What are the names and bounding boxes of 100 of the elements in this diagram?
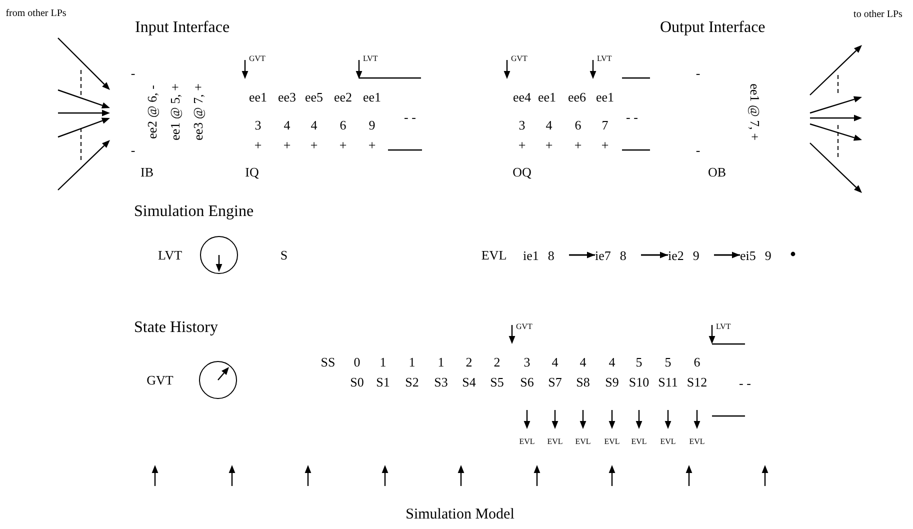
list-label: EVL	[481, 248, 507, 262]
sign-mark: -	[696, 144, 700, 156]
state-label: S4	[462, 376, 476, 388]
ellipsis-mark: - -	[626, 110, 638, 124]
sign-mark: +	[339, 138, 347, 152]
sign-mark: +	[574, 138, 582, 152]
section-heading: Simulation Engine	[134, 204, 254, 220]
state-label: S8	[576, 376, 590, 388]
state-label: S5	[490, 376, 504, 388]
event-label: ei5	[740, 248, 756, 262]
timestamp: 3	[524, 356, 530, 368]
table-header: SS	[320, 356, 336, 368]
timestamp: 1	[438, 356, 444, 368]
pointer-label: GVT	[146, 374, 174, 386]
timestamp: 6	[694, 356, 700, 368]
timestamp: 4	[552, 356, 558, 368]
state-label: S2	[405, 376, 419, 388]
list-label: EVL	[631, 438, 647, 446]
timestamp: 7	[602, 118, 608, 132]
state-label: S9	[605, 376, 619, 388]
event-label: ie2	[668, 248, 684, 262]
pointer-label: LVT	[363, 55, 378, 63]
sign-mark: +	[368, 138, 376, 152]
event-label: ee1	[362, 90, 382, 104]
pointer-label: GVT	[249, 55, 266, 63]
sign-mark: -	[130, 144, 136, 156]
pointer-label: LVT	[158, 248, 182, 262]
sign-mark: +	[310, 138, 318, 152]
timestamp: 4	[546, 118, 552, 132]
section-heading: Simulation Model	[406, 508, 514, 522]
queue-label: OQ	[512, 166, 532, 178]
event-label: ee4	[512, 90, 532, 104]
buffer-label: IB	[140, 166, 154, 178]
timestamp: 0	[354, 356, 360, 368]
sign-mark: +	[518, 138, 526, 152]
event-label: ee1	[538, 90, 556, 104]
timestamp: 5	[664, 356, 672, 368]
timestamp: 3	[518, 118, 526, 132]
event-label: ee1	[248, 90, 268, 104]
state-label: S10	[628, 376, 650, 388]
message-label: ee3 @ 7, +	[192, 84, 204, 140]
arrow	[714, 252, 740, 258]
state-label: S11	[658, 376, 678, 388]
pointer-label: LVT	[597, 55, 612, 63]
list-label: EVL	[604, 438, 620, 446]
state-label: S12	[686, 376, 708, 388]
sign-mark: +	[545, 138, 553, 152]
timestamp: 1	[380, 356, 386, 368]
event-label: ee6	[568, 90, 586, 104]
ellipsis-mark: - -	[739, 376, 751, 390]
list-label: EVL	[547, 438, 563, 446]
timestamp: 9	[368, 118, 376, 132]
event-label: ie1	[523, 248, 539, 262]
message-label: ee1 @ 5, +	[168, 84, 182, 140]
timestamp: 6	[340, 118, 346, 132]
timestamp: 9	[764, 248, 772, 262]
buffer-label: OB	[708, 166, 726, 178]
state-label: S6	[520, 376, 534, 388]
list-label: EVL	[689, 438, 705, 446]
timestamp: 8	[548, 248, 554, 262]
event-label: ee5	[304, 90, 324, 104]
state-label: S3	[434, 376, 448, 388]
timestamp: 1	[408, 356, 416, 368]
ellipsis-mark: - -	[404, 110, 416, 124]
note-text: to other LPs	[854, 10, 902, 20]
arrow	[641, 252, 668, 258]
sign-mark: +	[601, 138, 609, 152]
list-label: EVL	[660, 438, 676, 446]
timestamp: 5	[636, 356, 642, 368]
queue-label: IQ	[245, 166, 259, 178]
pointer-label: GVT	[516, 323, 532, 331]
state-label: S1	[376, 376, 390, 388]
timestamp: 4	[580, 356, 586, 368]
arrow	[569, 252, 595, 258]
state-label: S0	[350, 376, 364, 388]
timestamp: 9	[692, 248, 700, 262]
sign-mark: -	[130, 66, 136, 80]
sign-mark: -	[696, 66, 700, 80]
section-heading: Output Interface	[660, 20, 766, 36]
event-label: ie7	[595, 248, 611, 262]
sign-mark: +	[283, 138, 291, 152]
timestamp: 8	[620, 248, 626, 262]
state-label: S7	[548, 376, 562, 388]
state-label: S	[280, 248, 288, 262]
list-label: EVL	[575, 438, 591, 446]
timestamp: 3	[254, 118, 262, 132]
section-heading: Input Interface	[135, 20, 230, 36]
timestamp: 2	[494, 356, 500, 368]
event-label: ee1	[596, 90, 614, 104]
pointer-label: LVT	[716, 323, 731, 331]
sign-mark: +	[254, 138, 262, 152]
section-heading: State History	[134, 320, 218, 336]
pointer-label: GVT	[511, 55, 528, 63]
event-label: ee3	[278, 90, 296, 104]
message-label: ee1 @ 7, +	[748, 84, 762, 140]
list-label: EVL	[519, 438, 535, 446]
timestamp: 2	[466, 356, 472, 368]
note-text: from other LPs	[6, 9, 66, 19]
timestamp: 4	[310, 118, 318, 132]
message-label: ee2 @ 6, -	[146, 85, 158, 139]
